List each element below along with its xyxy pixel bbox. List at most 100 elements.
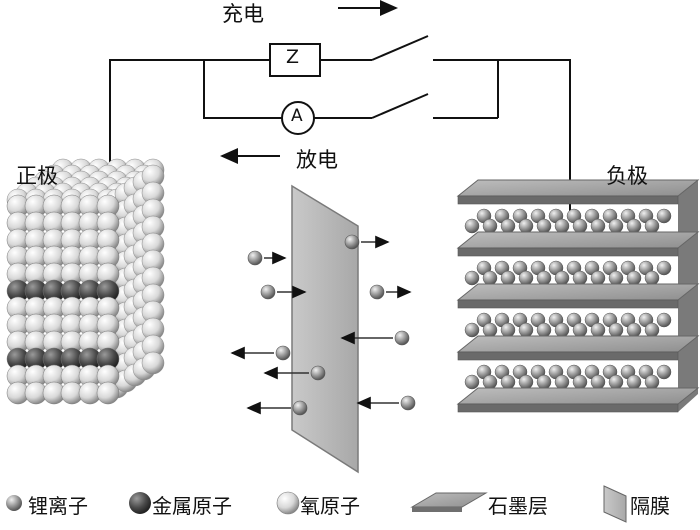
positive-electrode-lattice xyxy=(6,158,165,405)
legend-item-graphite: 石墨层 xyxy=(484,486,548,522)
legend-label-graphite: 石墨层 xyxy=(488,493,548,518)
lithium-ion xyxy=(554,270,570,286)
graphite-layer-front xyxy=(457,195,679,205)
impedance-box xyxy=(269,43,321,77)
lithium-ion xyxy=(292,400,308,416)
lithium-ion xyxy=(656,260,672,276)
lithium-ion xyxy=(536,374,552,390)
graphite-layer-top xyxy=(456,179,700,197)
oxygen-atom xyxy=(141,351,165,375)
graphite-layer-front xyxy=(457,403,679,413)
ammeter-symbol xyxy=(281,101,315,135)
graphite-layer-front xyxy=(457,247,679,257)
legend-item-lithium-ion: 锂离子 xyxy=(24,486,88,522)
lithium-ion xyxy=(608,374,624,390)
ammeter-label: A xyxy=(291,106,303,126)
lithium-ion xyxy=(572,322,588,338)
legend-label-separator: 隔膜 xyxy=(630,493,670,518)
graphite-layer-top xyxy=(456,335,700,353)
lithium-ion xyxy=(656,364,672,380)
lithium-ion xyxy=(554,218,570,234)
legend-lithium-ion-icon xyxy=(6,495,22,511)
lithium-ion xyxy=(590,218,606,234)
lithium-ion xyxy=(608,270,624,286)
graphite-layer-top xyxy=(456,387,700,405)
legend-item-separator: 隔膜 xyxy=(626,486,670,522)
graphite-layer-top xyxy=(456,283,700,301)
legend-item-metal-atom: 金属原子 xyxy=(148,486,232,522)
lithium-ion xyxy=(464,270,480,286)
separator-membrane xyxy=(291,184,359,474)
lithium-ion xyxy=(656,208,672,224)
lithium-ion xyxy=(394,330,410,346)
lithium-ion xyxy=(310,365,326,381)
negative-electrode-graphite xyxy=(456,179,700,413)
lithium-ion xyxy=(482,218,498,234)
lithium-ion xyxy=(590,322,606,338)
negative-electrode-label: 负极 xyxy=(606,164,648,188)
lithium-ion xyxy=(644,218,660,234)
lithium-ion xyxy=(500,374,516,390)
lithium-ion xyxy=(626,322,642,338)
oxygen-atom xyxy=(96,381,120,405)
lithium-ion xyxy=(572,218,588,234)
legend: 锂离子 金属原子 氧原子 石墨层 隔膜 xyxy=(0,486,700,522)
lithium-ion xyxy=(644,322,660,338)
lithium-ion xyxy=(482,374,498,390)
lithium-ion xyxy=(554,322,570,338)
legend-metal-atom-icon xyxy=(129,492,151,514)
legend-graphite-icon-front xyxy=(412,507,462,512)
lithium-ion xyxy=(644,270,660,286)
lithium-ion xyxy=(626,218,642,234)
lithium-ion xyxy=(554,374,570,390)
lithium-ion xyxy=(500,322,516,338)
lithium-ion xyxy=(626,374,642,390)
lithium-ion xyxy=(536,270,552,286)
lithium-ion xyxy=(464,374,480,390)
lithium-ion xyxy=(536,218,552,234)
graphite-layer-top xyxy=(456,231,700,249)
lithium-ion xyxy=(608,218,624,234)
lithium-ion xyxy=(518,270,534,286)
legend-label-oxygen-atom: 氧原子 xyxy=(300,493,360,518)
graphite-layer-front xyxy=(457,299,679,309)
legend-separator-icon xyxy=(603,485,627,523)
lithium-ion xyxy=(626,270,642,286)
lithium-ion xyxy=(247,250,263,266)
lithium-ion xyxy=(518,322,534,338)
lithium-ion xyxy=(482,270,498,286)
lithium-ion xyxy=(590,374,606,390)
lithium-ion xyxy=(590,270,606,286)
lithium-ion xyxy=(344,234,360,250)
legend-oxygen-atom-icon xyxy=(276,491,300,515)
impedance-label: Z xyxy=(286,46,300,68)
lithium-ion xyxy=(608,322,624,338)
lithium-ion xyxy=(644,374,660,390)
lithium-ion xyxy=(518,218,534,234)
lithium-ion xyxy=(500,270,516,286)
lithium-ion xyxy=(518,374,534,390)
legend-icons xyxy=(6,485,627,523)
lithium-ion xyxy=(275,345,291,361)
lithium-ion xyxy=(500,218,516,234)
charge-label: 充电 xyxy=(222,2,264,26)
lithium-ion xyxy=(464,218,480,234)
lithium-ion xyxy=(572,374,588,390)
lithium-ion xyxy=(572,270,588,286)
legend-label-metal-atom: 金属原子 xyxy=(152,493,232,518)
legend-item-oxygen-atom: 氧原子 xyxy=(296,486,360,522)
discharge-label: 放电 xyxy=(296,148,338,172)
positive-electrode-label: 正极 xyxy=(16,164,58,188)
legend-label-lithium-ion: 锂离子 xyxy=(28,493,88,518)
lithium-ion xyxy=(536,322,552,338)
lithium-ion xyxy=(482,322,498,338)
lithium-ion xyxy=(369,284,385,300)
graphite-layer-front xyxy=(457,351,679,361)
migrating-lithium-ions xyxy=(230,234,416,416)
lithium-ion xyxy=(400,395,416,411)
lithium-ion xyxy=(260,284,276,300)
external-circuit xyxy=(109,35,571,212)
lithium-ion xyxy=(656,312,672,328)
lithium-ion xyxy=(464,322,480,338)
